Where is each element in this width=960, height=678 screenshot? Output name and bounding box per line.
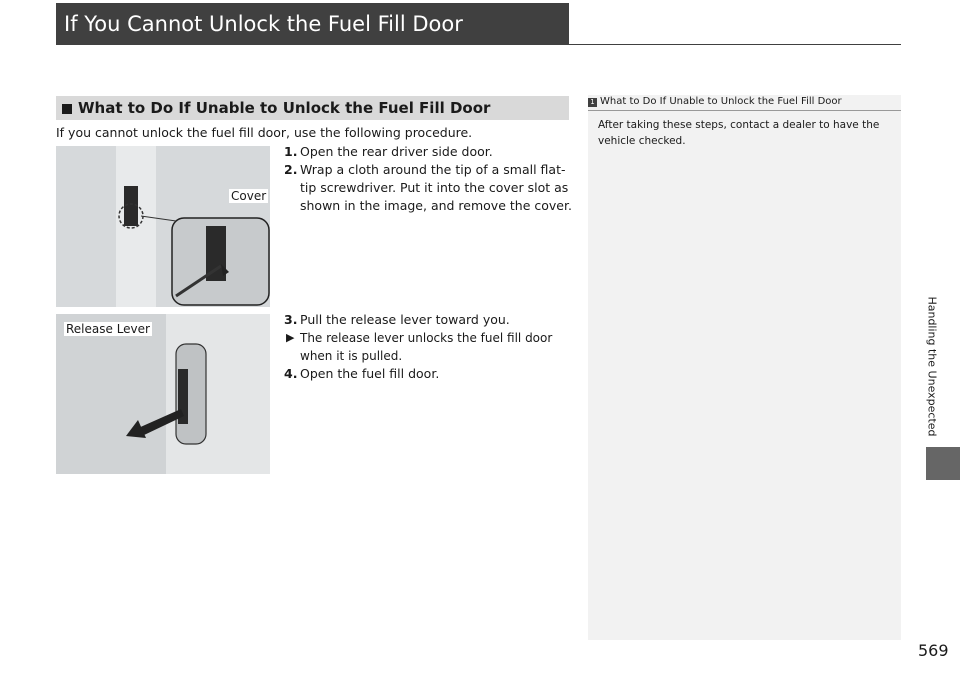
page-number: 569 [918, 641, 949, 660]
steps-3-4: 3.Pull the release lever toward you. ▶Th… [284, 311, 574, 383]
release-lever-callout: Release Lever [64, 322, 152, 336]
title-rule [569, 44, 901, 45]
side-note-panel [588, 95, 901, 640]
step-3: 3.Pull the release lever toward you. [284, 312, 510, 327]
cover-illustration [56, 146, 270, 307]
step-1: 1.Open the rear driver side door. [284, 144, 493, 159]
step-3-note: ▶The release lever unlocks the fuel fill… [286, 331, 553, 363]
section-heading: What to Do If Unable to Unlock the Fuel … [56, 96, 569, 120]
release-lever-photo [56, 314, 270, 474]
section-heading-text: What to Do If Unable to Unlock the Fuel … [78, 99, 491, 117]
chapter-tab-label: Handling the Unexpected [925, 296, 939, 437]
reference-marker-icon: 1 [588, 98, 597, 107]
cover-callout: Cover [229, 189, 269, 203]
cover-photo [56, 146, 270, 307]
intro-text: If you cannot unlock the fuel fill door,… [56, 125, 473, 140]
release-lever-illustration [56, 314, 270, 474]
steps-1-2: 1.Open the rear driver side door. 2.Wrap… [284, 143, 574, 215]
page-title: If You Cannot Unlock the Fuel Fill Door [56, 3, 569, 45]
step-2: 2.Wrap a cloth around the tip of a small… [284, 162, 572, 213]
square-bullet-icon [62, 104, 72, 114]
side-note-body: After taking these steps, contact a deal… [598, 119, 880, 147]
triangle-right-icon: ▶ [286, 331, 295, 344]
step-4: 4.Open the fuel fill door. [284, 366, 440, 381]
chapter-tab-marker [926, 447, 960, 480]
